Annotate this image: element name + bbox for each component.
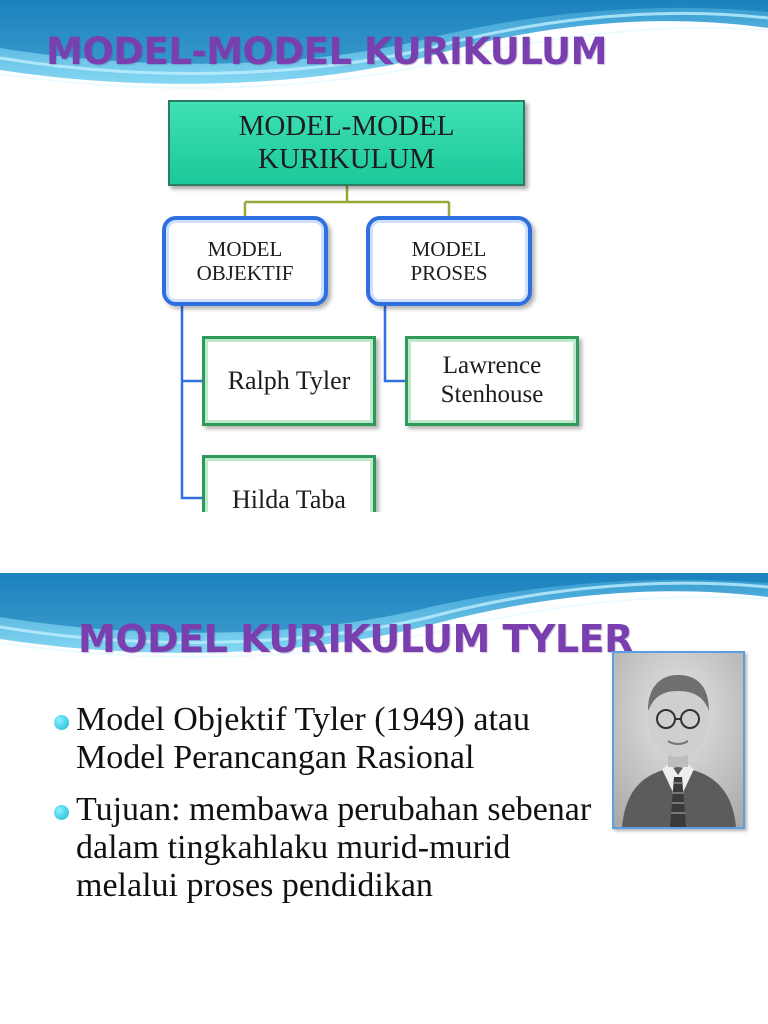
list-item: Tujuan: membawa perubahan sebenar dalam … — [52, 791, 592, 905]
wave-header-decoration — [0, 573, 768, 658]
slide-1: MODEL-MODEL KURIKULUM MODEL-MODEL KURIKU… — [0, 0, 768, 512]
bullet-icon — [54, 715, 69, 730]
bullet-list: Model Objektif Tyler (1949) atau Model P… — [52, 701, 592, 919]
root-node: MODEL-MODEL KURIKULUM — [168, 100, 525, 186]
list-item: Model Objektif Tyler (1949) atau Model P… — [52, 701, 592, 777]
root-line-1: MODEL-MODEL — [238, 109, 455, 142]
bullet-text: Tujuan: membawa perubahan sebenar dalam … — [76, 791, 592, 904]
wave-header-decoration — [0, 0, 768, 89]
proses-line-1: MODEL — [411, 236, 487, 261]
root-line-2: KURIKULUM — [257, 143, 436, 175]
bullet-icon — [54, 805, 69, 820]
objektif-line-2: OBJEKTIF — [196, 261, 294, 285]
slide-2: MODEL KURIKULUM TYLER Model Objektif Tyl… — [0, 573, 768, 1024]
slide-title: MODEL KURIKULUM TYLER — [78, 617, 633, 661]
node-ralph-tyler: Ralph Tyler — [202, 336, 376, 426]
portrait-photo — [612, 651, 745, 829]
slide-title: MODEL-MODEL KURIKULUM — [46, 30, 607, 73]
objektif-line-1: MODEL — [207, 236, 283, 261]
diagram-connectors — [180, 186, 451, 500]
ralph-tyler-label: Ralph Tyler — [227, 366, 351, 396]
node-hilda-taba: Hilda Taba — [202, 455, 376, 512]
slide-separator — [0, 560, 768, 574]
curriculum-models-diagram: MODEL-MODEL KURIKULUM MODEL OBJEKTIF MOD… — [162, 100, 579, 512]
node-model-proses: MODEL PROSES — [366, 216, 532, 306]
proses-line-2: PROSES — [410, 261, 488, 285]
stenhouse-line-2: Stenhouse — [440, 381, 544, 408]
hilda-taba-label: Hilda Taba — [232, 485, 346, 512]
node-lawrence-stenhouse: Lawrence Stenhouse — [405, 336, 579, 426]
node-model-objektif: MODEL OBJEKTIF — [162, 216, 328, 306]
bullet-text: Model Objektif Tyler (1949) atau Model P… — [76, 701, 530, 776]
portrait-icon — [614, 653, 743, 827]
stenhouse-line-1: Lawrence — [442, 352, 542, 380]
